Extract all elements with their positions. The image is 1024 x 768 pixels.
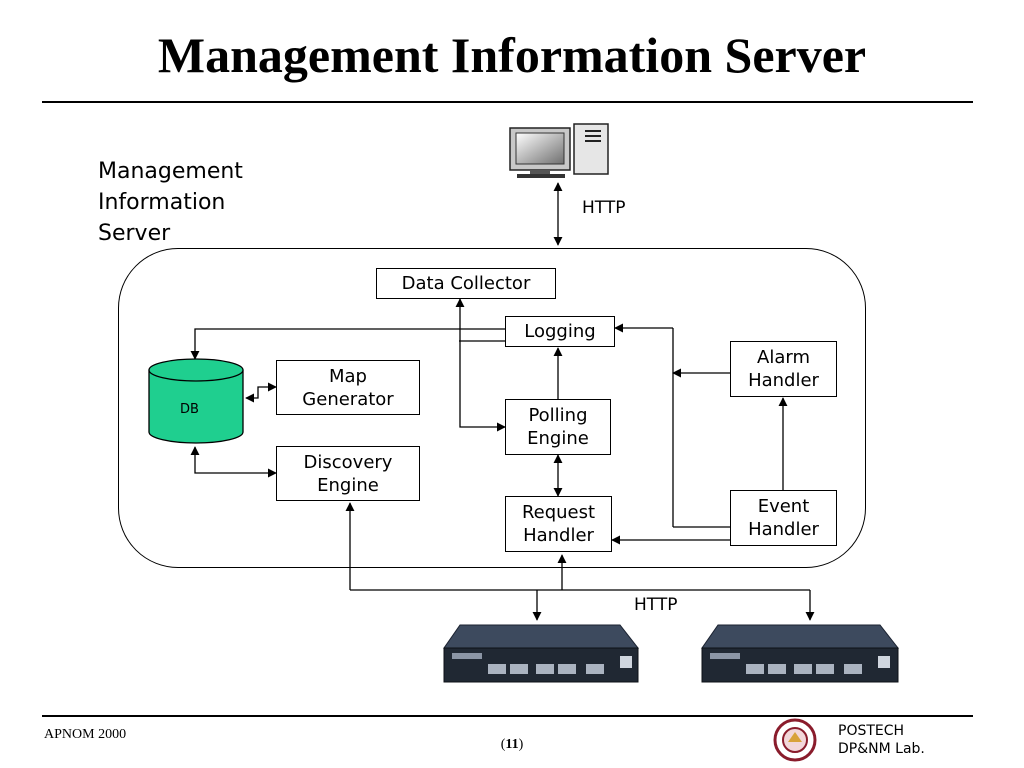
data-collector-label: Data Collector [401,273,531,294]
event-handler-label-1: Event [757,496,810,517]
polling-engine-label-1: Polling [528,405,588,426]
system-label-line2: Information [98,190,226,215]
alarm-handler-label-2: Handler [748,370,819,391]
system-label: Management Information Server [98,156,243,249]
title-divider [42,101,973,103]
network-switch-icon [443,624,640,683]
event-handler-label-2: Handler [748,519,819,540]
discovery-engine-label-2: Engine [317,474,379,496]
http-label-top: HTTP [582,198,626,218]
footer-org: POSTECH DP&NM Lab. [838,722,925,758]
discovery-engine-label-1: Discovery [303,451,393,473]
polling-engine-label-2: Engine [527,428,589,449]
page-close: ) [518,737,524,752]
page-number-value: 11 [505,737,519,752]
http-label-bottom: HTTP [634,595,678,615]
server-boundary [118,248,866,568]
footer-divider [42,715,973,717]
map-generator-label-2: Generator [302,388,394,410]
map-generator-label-1: Map [329,365,367,387]
computer-icon [509,123,609,178]
slide-title: Management Information Server [157,27,867,83]
page-open: ( [500,737,506,752]
network-switch-icon [701,624,900,683]
footer-org-line2: DP&NM Lab. [838,741,925,757]
system-label-line3: Server [98,221,171,246]
data-collector-box: Data Collector [376,268,556,299]
request-handler-label-1: Request [521,502,596,523]
page-number: (11) [0,737,1024,753]
logging-box: Logging [505,316,615,347]
db-label: DB [180,402,199,417]
postech-seal-logo [773,718,817,762]
system-label-line1: Management [98,159,243,184]
footer-conference: APNOM 2000 [44,727,127,742]
db-cylinder [148,358,244,444]
logging-label: Logging [524,321,596,342]
footer-org-line1: POSTECH [838,723,905,739]
alarm-handler-label-1: Alarm [757,347,810,368]
request-handler-label-2: Handler [523,525,594,546]
